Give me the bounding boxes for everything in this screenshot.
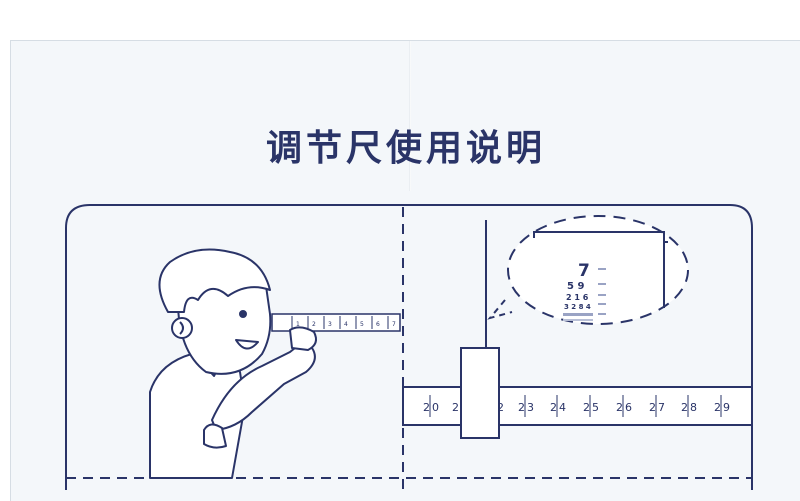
- hand-tick-label: 7: [392, 321, 396, 328]
- hand-ruler-ticks: [291, 316, 389, 329]
- hand-tick-label: 3: [328, 321, 332, 328]
- slide-tick-label: 2: [497, 401, 504, 414]
- thought-bubble-tail: [487, 299, 513, 320]
- boy-hair: [158, 248, 271, 313]
- slide-ruler-ticks: [429, 395, 722, 417]
- slide-tick-label: 5: [592, 401, 599, 414]
- slide-tick-label: 2: [714, 401, 721, 414]
- boy-lower-hand: [203, 423, 227, 449]
- hand-tick-label: 6: [376, 321, 380, 328]
- boy-hand: [289, 326, 317, 351]
- eye-chart-small-row: [563, 313, 593, 316]
- slide-tick-label: 7: [658, 401, 665, 414]
- hand-ruler-labels: 1 2 3 4 5 6 7: [296, 321, 396, 328]
- slide-tick-label: 2: [550, 401, 557, 414]
- slide-tick-label: 4: [559, 401, 566, 414]
- eye-chart-row: 5 9: [567, 281, 584, 292]
- slide-tick-label: 2: [616, 401, 623, 414]
- slide-tick-label: 2: [423, 401, 430, 414]
- boy-eye: [239, 310, 247, 318]
- slide-tick-label: 0: [432, 401, 439, 414]
- hand-ruler: [271, 313, 401, 332]
- page-title: 调节尺使用说明: [265, 128, 546, 169]
- slide-tick-label: 2: [518, 401, 525, 414]
- slide-ruler-labels: 2 0 2 2 2 3 2 4 2 5 2 6 2 7 2 8 2 9: [423, 401, 730, 414]
- hand-tick-label: 4: [344, 321, 348, 328]
- eye-chart-row: 7: [578, 261, 590, 281]
- eye-chart-row: 2 1 6: [566, 293, 589, 302]
- slide-tick-label: 6: [625, 401, 632, 414]
- eye-chart: 7 5 9 2 1 6 3 2 8 4: [563, 261, 606, 321]
- slide-tick-label: 2: [681, 401, 688, 414]
- eye-chart-row: 3 2 8 4: [564, 303, 591, 311]
- slide-tick-label: 2: [452, 401, 459, 414]
- eye-chart-scale: [598, 268, 606, 315]
- eye-chart-card: [533, 231, 665, 308]
- slide-tick-label: 3: [527, 401, 534, 414]
- boy-mouth: [235, 339, 259, 350]
- slide-tick-label: 9: [723, 401, 730, 414]
- boy-arm: [211, 343, 316, 431]
- slide-tick-label: 2: [583, 401, 590, 414]
- hand-tick-label: 1: [296, 321, 300, 328]
- eye-chart-small-row: [563, 319, 593, 321]
- boy-figure: [149, 248, 317, 479]
- paper-fold-line: [409, 41, 411, 191]
- hand-tick-label: 2: [312, 321, 316, 328]
- slide-tick-label: 2: [649, 401, 656, 414]
- hand-tick-label: 5: [360, 321, 364, 328]
- ruler-slider-block: [460, 347, 500, 439]
- illustration-frame: [65, 204, 753, 490]
- slide-tick-label: 8: [690, 401, 697, 414]
